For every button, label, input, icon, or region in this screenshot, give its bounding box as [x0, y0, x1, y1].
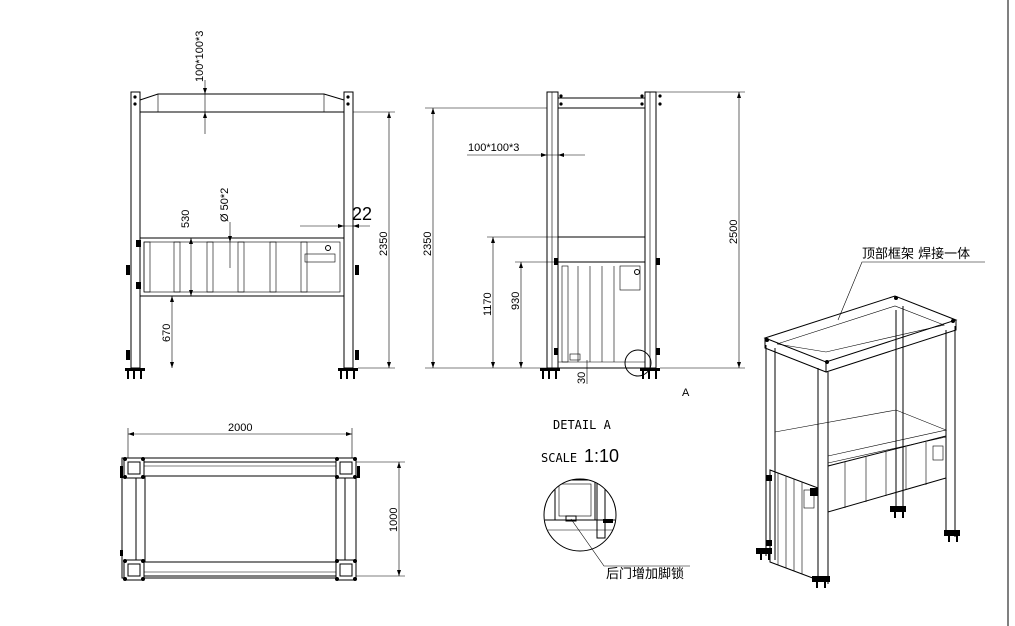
side-30-dim: 30 — [576, 372, 588, 384]
side-total-height-right-dim: 2500 — [728, 220, 740, 244]
front-left-post — [130, 91, 141, 369]
plan-outer — [121, 457, 357, 579]
side-top-tube-dim: 100*100*3 — [468, 142, 519, 154]
side-total-height-left-dim: 2350 — [422, 232, 434, 256]
detail-title: DETAIL A — [553, 418, 612, 432]
front-top-tube-dim: 100*100*3 — [194, 31, 206, 82]
detail-a-marker-circle — [624, 349, 652, 377]
front-feet — [125, 368, 358, 379]
side-top-beam — [557, 97, 646, 109]
side-1170-dim: 1170 — [482, 292, 494, 316]
side-930-dim: 930 — [510, 292, 522, 310]
side-view: A 100*100*3 2350 1170 930 30 2500 — [422, 91, 745, 399]
side-left-post — [546, 91, 559, 369]
plan-width-dim: 1000 — [388, 508, 400, 532]
front-gap-dim: 22 — [352, 204, 372, 224]
iso-feet — [756, 506, 960, 588]
iso-view: 顶部框架 焊接一体 — [756, 246, 985, 588]
plan-top-beam — [133, 461, 347, 477]
plan-view: 2000 1000 — [120, 422, 405, 581]
plan-length-dim: 2000 — [228, 422, 252, 434]
detail-leader — [570, 518, 690, 567]
front-rail-bottom-dim: 670 — [161, 324, 173, 342]
detail-scale-value: 1:10 — [584, 446, 619, 466]
side-right-post — [644, 91, 657, 369]
front-right-post — [343, 91, 354, 369]
iso-note-leader — [837, 261, 985, 321]
front-round-tube-dim: Ø 50*2 — [219, 188, 231, 222]
detail-scale-prefix: SCALE — [541, 451, 577, 465]
plan-bottom-beam — [133, 561, 347, 577]
detail-circle — [543, 478, 617, 552]
plan-corner-plates — [123, 457, 357, 581]
iso-side-rail — [827, 435, 947, 513]
detail-a: DETAIL A SCALE 1:10 后门增加脚锁 — [541, 418, 690, 582]
iso-posts — [765, 306, 956, 584]
front-total-height-dim: 2350 — [378, 232, 390, 256]
front-balusters — [173, 241, 308, 293]
iso-note: 顶部框架 焊接一体 — [862, 246, 970, 262]
side-door-frame — [557, 236, 646, 369]
front-rail-frame — [139, 237, 345, 297]
front-rail-height-dim: 530 — [180, 210, 192, 228]
detail-note: 后门增加脚锁 — [606, 566, 684, 582]
front-view: 100*100*3 Ø 50*2 22 530 670 2350 — [125, 31, 395, 379]
side-door-slats — [558, 265, 645, 363]
detail-a-marker: A — [682, 387, 690, 399]
